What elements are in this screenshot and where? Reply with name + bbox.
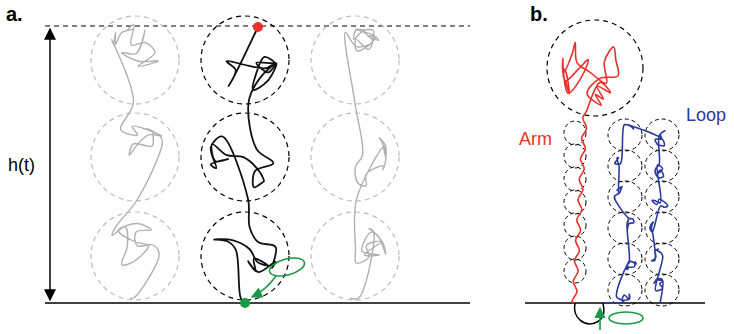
panel-letter: a. [6, 4, 23, 24]
polymer-chains [112, 25, 386, 303]
blob-circle [608, 274, 642, 306]
green-arrow [599, 308, 601, 330]
polymer-chain [563, 43, 619, 303]
blob-circle [608, 212, 642, 244]
rotation-loop [609, 312, 643, 324]
chain-end-dot [253, 22, 263, 32]
height-arrow [49, 29, 51, 300]
loop-label: Loop [686, 106, 726, 124]
rotation-loop [268, 255, 307, 280]
blob-circle [608, 181, 642, 213]
height-label: h(t) [8, 156, 35, 174]
blob-circle [91, 212, 179, 300]
panel-letter: b. [530, 4, 548, 24]
polymer-chain [603, 124, 668, 303]
surface-line [45, 302, 470, 304]
polymer-chain [211, 27, 277, 303]
blob-circle [608, 150, 642, 182]
polymer-chains [563, 43, 668, 303]
blob-circle [564, 190, 586, 214]
blob-circle [645, 181, 679, 213]
blob-circle [201, 16, 289, 104]
blob-circle [564, 213, 586, 237]
green-arrow [252, 276, 276, 297]
arm-label: Arm [519, 130, 552, 148]
polymer-chain [345, 29, 387, 299]
blob-circle [311, 16, 399, 104]
anchor-dot [240, 298, 250, 308]
polymer-chain [112, 25, 163, 299]
